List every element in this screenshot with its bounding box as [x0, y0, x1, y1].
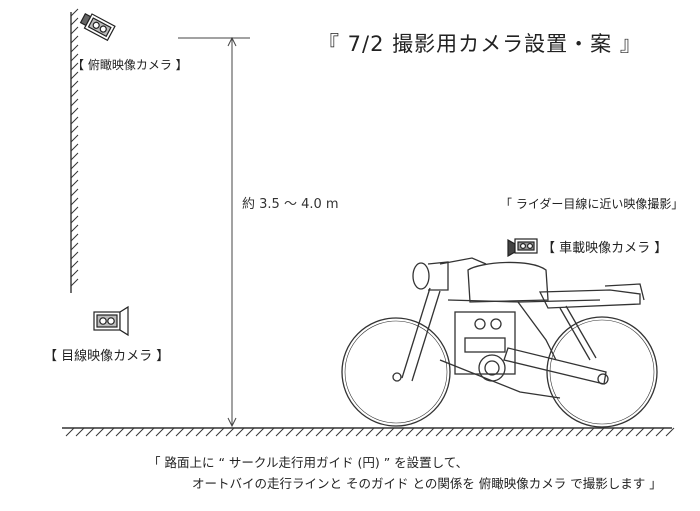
page-title: 『 7/2 撮影用カメラ設置・案 』	[318, 32, 642, 56]
overhead-camera-label: 【 俯瞰映像カメラ 】	[72, 58, 188, 72]
eye-camera-icon	[93, 305, 129, 337]
wall	[70, 8, 79, 293]
height-label: 約 3.5 〜 4.0 m	[242, 197, 339, 212]
caption-line-1: 「 路面上に “ サークル走行用ガイド (円) ” を設置して、	[148, 455, 469, 470]
ground-line	[62, 427, 675, 437]
height-dimension	[178, 36, 250, 428]
vehicle-camera-label: 【 車載映像カメラ 】	[542, 241, 668, 256]
overhead-camera-icon	[79, 13, 116, 42]
caption-line-2: オートバイの走行ラインと そのガイド との関係を 俯瞰映像カメラ で撮影します …	[192, 476, 662, 491]
eye-camera-label: 【 目線映像カメラ 】	[44, 349, 170, 364]
vehicle-camera-icon	[507, 238, 538, 258]
motorcycle-illustration	[341, 257, 658, 428]
rider-view-label: 「 ライダー目線に近い映像撮影」	[500, 197, 684, 211]
